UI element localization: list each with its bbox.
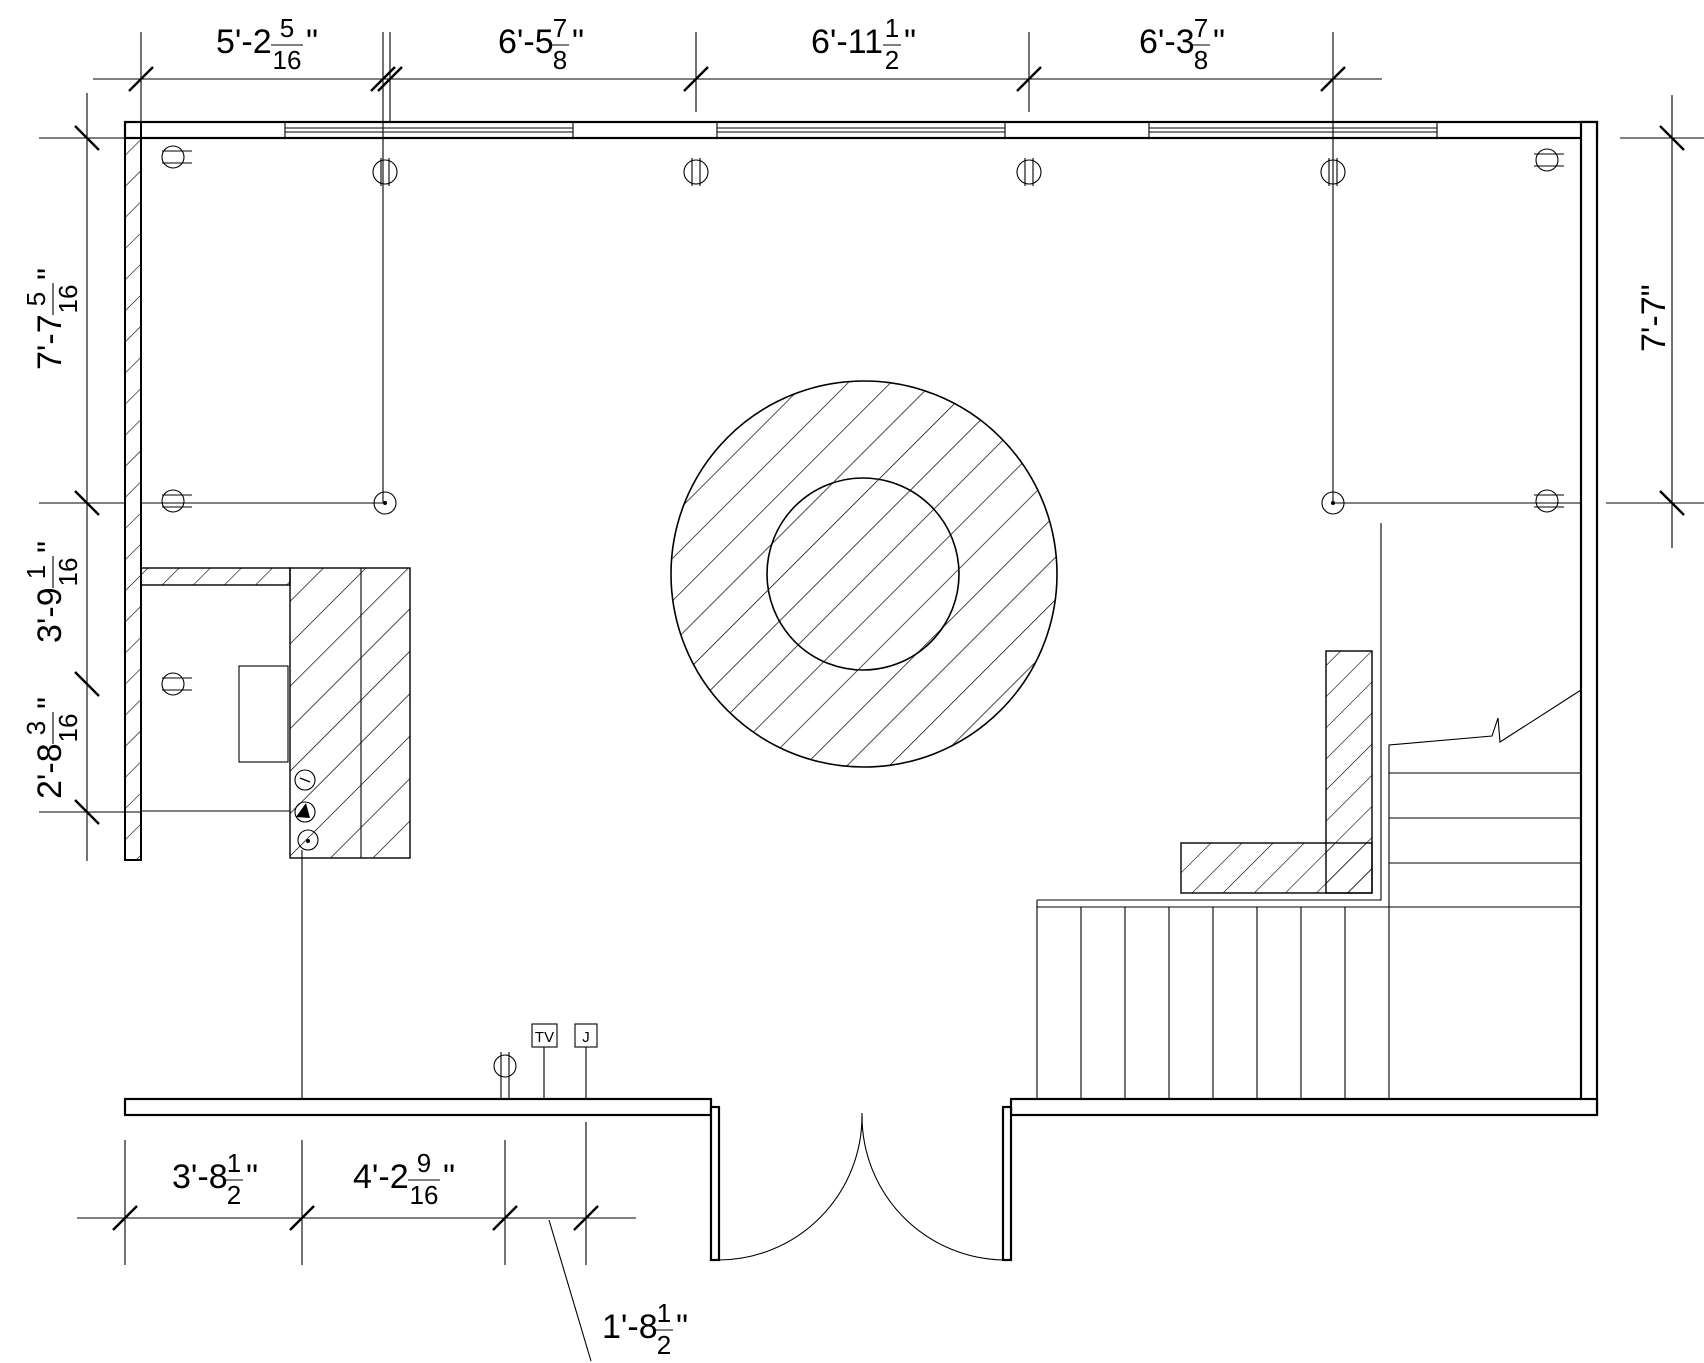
svg-text:2: 2 xyxy=(885,45,899,75)
break-line xyxy=(1388,689,1582,773)
round-table xyxy=(670,380,1058,768)
dimension-bottom-1: 3'-8 1 2 " xyxy=(172,1148,258,1210)
svg-text:3'-9: 3'-9 xyxy=(31,587,69,643)
svg-text:3: 3 xyxy=(21,721,51,735)
svg-text:1: 1 xyxy=(885,13,899,43)
dimension-top-3: 6'-11 1 2 " xyxy=(811,13,916,75)
svg-text:8: 8 xyxy=(553,45,567,75)
dimension-bottom-2: 4'-2 9 16 " xyxy=(353,1148,455,1210)
counter-top-strip xyxy=(140,567,291,586)
svg-text:4'-2: 4'-2 xyxy=(353,1158,409,1196)
svg-text:": " xyxy=(1213,23,1225,61)
dimension-lines xyxy=(39,32,1704,1362)
dimension-right-1: 7'-7" xyxy=(1635,284,1673,352)
svg-text:5: 5 xyxy=(280,13,294,43)
dimension-left-3: 2'-8 3 16 " xyxy=(21,697,83,799)
light-fixture-icon xyxy=(161,672,185,696)
svg-text:": " xyxy=(443,1158,455,1196)
window xyxy=(1148,121,1438,139)
svg-text:2: 2 xyxy=(657,1330,671,1360)
svg-text:16: 16 xyxy=(273,45,302,75)
appliance xyxy=(238,665,289,763)
svg-text:16: 16 xyxy=(53,558,83,587)
switch-icon xyxy=(294,769,316,791)
kitchen-counter xyxy=(140,567,411,1099)
j-outlet-label: J xyxy=(582,1029,590,1046)
door-swing-right xyxy=(861,1115,1004,1261)
bench-horizontal xyxy=(1180,842,1373,894)
switch-icon xyxy=(294,801,316,823)
dimension-top-2: 6'-5 7 8 " xyxy=(498,13,584,75)
svg-text:6'-3: 6'-3 xyxy=(1139,23,1195,61)
dimension-top-1: 5'-2 5 16 " xyxy=(216,13,318,75)
double-door xyxy=(718,1113,1004,1261)
door-swing-left xyxy=(718,1115,863,1261)
svg-text:": " xyxy=(31,697,69,709)
dimension-bottom-3: 1'-8 1 2 " xyxy=(602,1298,688,1360)
tv-outlet-label: TV xyxy=(535,1029,554,1046)
windows xyxy=(284,121,1438,139)
light-fixture-icon xyxy=(161,489,185,513)
svg-text:": " xyxy=(246,1158,258,1196)
light-fixture-icon xyxy=(1535,489,1559,513)
svg-text:": " xyxy=(31,268,69,280)
svg-text:7'-7: 7'-7 xyxy=(31,314,69,370)
door-jamb-left xyxy=(709,1105,721,1262)
svg-text:9: 9 xyxy=(417,1148,431,1178)
light-fixture-icon xyxy=(1321,491,1345,515)
svg-text:7: 7 xyxy=(1194,13,1208,43)
svg-text:7'-7": 7'-7" xyxy=(1635,284,1673,352)
light-fixture-icon xyxy=(493,1054,517,1078)
counter-island xyxy=(289,567,411,859)
svg-text:1: 1 xyxy=(657,1298,671,1328)
svg-text:1: 1 xyxy=(21,565,51,579)
right-wall xyxy=(1579,120,1599,1116)
light-fixture-icon xyxy=(1320,159,1346,185)
svg-text:5: 5 xyxy=(21,292,51,306)
svg-text:": " xyxy=(572,23,584,61)
svg-text:": " xyxy=(306,23,318,61)
top-wall xyxy=(123,120,1599,140)
table-circle xyxy=(766,477,960,671)
svg-text:5'-2: 5'-2 xyxy=(216,23,272,61)
dimension-top-4: 6'-3 7 8 " xyxy=(1139,13,1225,75)
exterior-walls xyxy=(123,120,1599,1262)
svg-text:16: 16 xyxy=(53,714,83,743)
dimension-left-1: 7'-7 5 16 " xyxy=(21,268,83,370)
dimension-left-2: 3'-9 1 16 " xyxy=(21,541,83,643)
window xyxy=(716,121,1006,139)
rug-circle xyxy=(670,380,1058,768)
svg-text:": " xyxy=(31,541,69,553)
svg-text:8: 8 xyxy=(1194,45,1208,75)
svg-text:2'-8: 2'-8 xyxy=(31,743,69,799)
outlet-icon xyxy=(297,829,319,851)
media-outlets: TV J xyxy=(493,1023,598,1099)
svg-text:7: 7 xyxy=(553,13,567,43)
svg-text:6'-5: 6'-5 xyxy=(498,23,554,61)
light-fixture-icon xyxy=(373,491,397,515)
svg-text:16: 16 xyxy=(410,1180,439,1210)
light-fixture-icon xyxy=(683,159,709,185)
leader-line xyxy=(548,1219,592,1362)
svg-text:": " xyxy=(676,1308,688,1346)
bottom-right-wall xyxy=(1009,1097,1599,1117)
bottom-left-wall xyxy=(123,1097,713,1117)
svg-text:": " xyxy=(904,23,916,61)
svg-text:2: 2 xyxy=(227,1180,241,1210)
window xyxy=(284,121,574,139)
light-fixture-icon xyxy=(1535,148,1559,172)
svg-text:6'-11: 6'-11 xyxy=(811,23,883,61)
light-fixture-icon xyxy=(161,145,185,169)
svg-text:3'-8: 3'-8 xyxy=(172,1158,228,1196)
door-jamb-right xyxy=(1001,1105,1013,1262)
staircase xyxy=(1036,523,1582,1099)
svg-text:16: 16 xyxy=(53,285,83,314)
light-fixture-icon xyxy=(1016,159,1042,185)
left-wall xyxy=(124,121,142,861)
svg-text:1: 1 xyxy=(227,1148,241,1178)
light-fixture-icon xyxy=(372,159,398,185)
svg-text:1'-8: 1'-8 xyxy=(602,1308,658,1346)
lighting xyxy=(141,140,1581,696)
